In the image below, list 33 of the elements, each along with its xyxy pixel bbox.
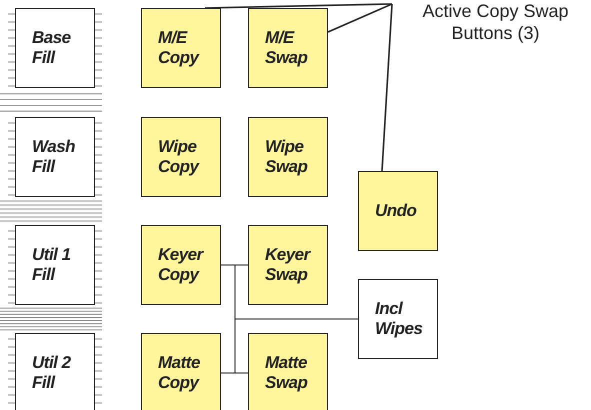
copy-swap-button (141, 333, 221, 410)
copy-swap-button (248, 117, 328, 197)
fill-button (15, 8, 95, 88)
button-label: M/E Swap (264, 28, 308, 68)
button-label: Wipe Copy (157, 137, 200, 177)
button-label: Base Fill (31, 28, 72, 68)
button-label: M/E Copy (157, 28, 200, 68)
copy-swap-button (248, 225, 328, 305)
button-label: Util 2 Fill (31, 353, 72, 393)
leader-line (381, 4, 393, 172)
leader-line (204, 3, 392, 9)
button-label: Util 1 Fill (31, 245, 72, 285)
button-label: Matte Copy (157, 353, 201, 393)
copy-swap-button (141, 225, 221, 305)
copy-swap-button (141, 117, 221, 197)
fill-button (15, 333, 95, 410)
callout-text: Active Copy Swap Buttons (3) (421, 0, 570, 44)
button-label: Undo (374, 201, 418, 221)
copy-swap-button (248, 8, 328, 88)
button-label: Wipe Swap (264, 137, 308, 177)
fill-button (15, 117, 95, 197)
fill-button (358, 279, 438, 359)
copy-swap-button (141, 8, 221, 88)
button-label: Wash Fill (31, 137, 76, 177)
connector-line (220, 318, 358, 374)
fill-button (15, 225, 95, 305)
button-label: Keyer Swap (264, 245, 312, 285)
button-label: Matte Swap (264, 353, 308, 393)
leader-line (328, 3, 392, 33)
copy-swap-button (358, 171, 438, 251)
copy-swap-button (248, 333, 328, 410)
button-label: Keyer Copy (157, 245, 205, 285)
button-label: Incl Wipes (374, 299, 424, 339)
